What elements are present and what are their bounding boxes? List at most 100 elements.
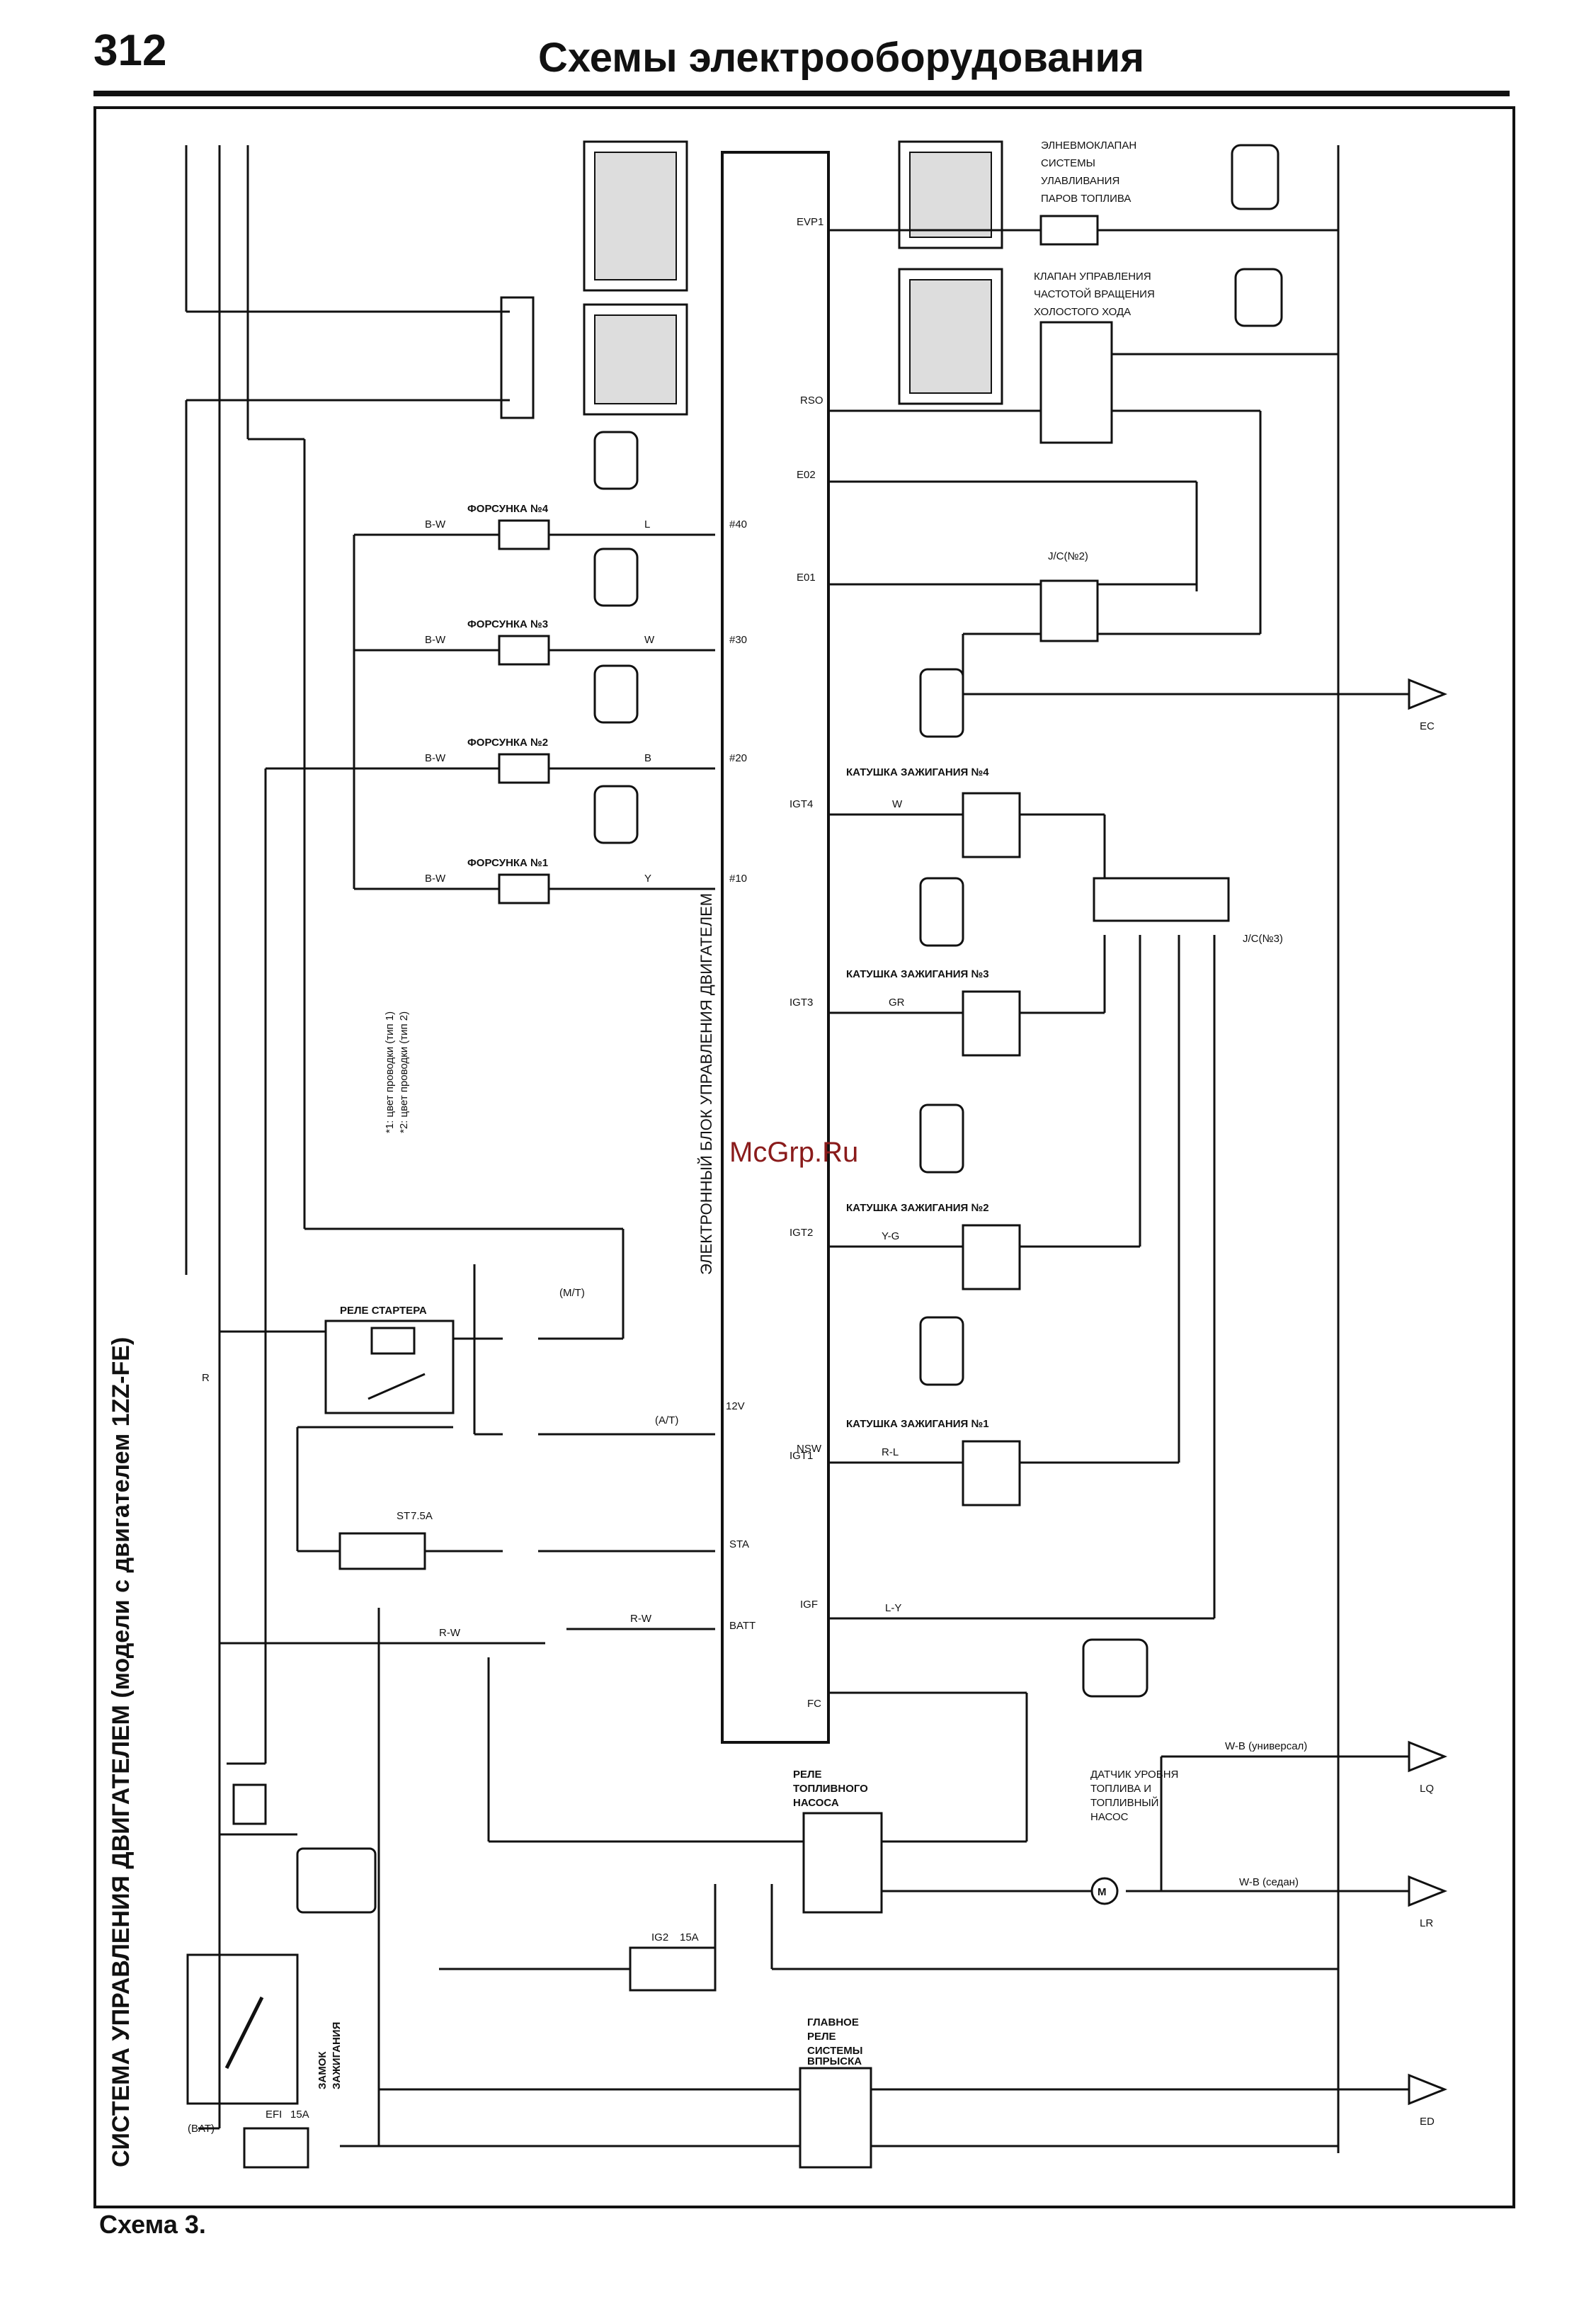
main-relay-line1: ГЛАВНОЕ xyxy=(807,2016,859,2028)
pin-rso: RSO xyxy=(800,395,823,407)
connector-c18-drawing xyxy=(919,668,964,738)
injector-4-label: ФОРСУНКА №4 xyxy=(467,503,549,515)
coil-2-label: КАТУШКА ЗАЖИГАНИЯ №2 xyxy=(846,1202,989,1214)
diagram-frame xyxy=(93,106,1515,2208)
jc3-label: J/C(№3) xyxy=(1243,933,1283,945)
jc2-label: J/C(№2) xyxy=(1048,550,1088,562)
figure-caption: Схема 3. xyxy=(99,2210,206,2239)
pin-igt2: IGT2 xyxy=(790,1227,813,1239)
pin-evp1: EVP1 xyxy=(797,216,823,228)
connector-c3-drawing xyxy=(1234,268,1283,327)
wire-wb-sedan: W-B (седан) xyxy=(1239,1876,1299,1888)
pin-igf: IGF xyxy=(800,1599,818,1611)
connector-c20-drawing xyxy=(919,1103,964,1174)
main-relay-line2: РЕЛЕ xyxy=(807,2031,836,2043)
ignition-switch-line2: ЗАЖИГАНИЯ xyxy=(331,2022,343,2089)
wire-w-label: W xyxy=(644,634,655,646)
ground-lq-icon xyxy=(1408,1740,1448,1773)
pin-sta: STA xyxy=(729,1538,749,1550)
page-number: 312 xyxy=(93,26,167,75)
wire-wb-universal: W-B (универсал) xyxy=(1225,1740,1307,1752)
ground-ec-label: EC xyxy=(1420,720,1435,732)
note-type1: *1: цвет проводки (тип 1) xyxy=(384,1011,396,1133)
system-title: СИСТЕМА УПРАВЛЕНИЯ ДВИГАТЕЛЕМ (модели с … xyxy=(108,1337,135,2167)
jc1-harness xyxy=(500,296,535,419)
main-relay-line3: СИСТЕМЫ xyxy=(807,2045,862,2057)
wire-ly-igf: L-Y xyxy=(885,1602,901,1614)
idle-valve-line3: ХОЛОСТОГО ХОДА xyxy=(1034,306,1131,318)
wire-l-label: L xyxy=(644,518,650,530)
connector-c21-drawing xyxy=(919,1316,964,1386)
injector-3-label: ФОРСУНКА №3 xyxy=(467,618,548,630)
connector-c26-drawing xyxy=(593,664,639,724)
fuse-efi xyxy=(243,2127,309,2169)
connector-f28-drawing xyxy=(296,1847,377,1914)
fuel-sender-line2: ТОПЛИВА И xyxy=(1090,1783,1151,1795)
wire-rl-coil1: R-L xyxy=(882,1446,899,1458)
ground-ec-icon xyxy=(1408,678,1448,710)
connector-c13-drawing xyxy=(583,303,688,416)
fuse-st-rating: 7.5A xyxy=(411,1510,433,1522)
evap-valve-line1: ЭЛНЕВМОКЛАПАН xyxy=(1041,140,1136,152)
fuel-pump-relay-line1: РЕЛЕ xyxy=(793,1769,822,1781)
pin-igt4: IGT4 xyxy=(790,798,813,810)
wire-mt-label: (M/T) xyxy=(559,1287,585,1299)
injector-3-coil xyxy=(498,635,550,666)
fuel-pump-motor-icon xyxy=(1090,1877,1119,1905)
ground-lr-icon xyxy=(1408,1875,1448,1907)
watermark: McGrp.Ru xyxy=(729,1137,859,1168)
wire-bw-label-2: B-W xyxy=(425,752,446,764)
fuel-pump-relay-line2: ТОПЛИВНОГО xyxy=(793,1783,868,1795)
connector-c14-drawing xyxy=(583,140,688,292)
label-12v: 12V xyxy=(726,1400,745,1412)
connector-c19-drawing xyxy=(919,877,964,947)
motor-m-icon: M xyxy=(1098,1886,1107,1898)
header-rule xyxy=(93,91,1510,96)
right-wires xyxy=(828,145,1409,2153)
injector-2-label: ФОРСУНКА №2 xyxy=(467,737,548,749)
wire-bw-label-4: B-W xyxy=(425,518,446,530)
pin-e01: E01 xyxy=(797,572,816,584)
pin-e02: E02 xyxy=(797,469,816,481)
evap-valve-line3: УЛАВЛИВАНИЯ xyxy=(1041,175,1119,187)
ground-ed-icon xyxy=(1408,2073,1448,2106)
fuse-ig2 xyxy=(629,1946,717,1992)
connector-f71-drawing xyxy=(898,268,1003,405)
ground-ed-label: ED xyxy=(1420,2116,1435,2128)
coil-4-box xyxy=(962,792,1021,858)
starter-wires xyxy=(220,1229,715,1645)
pin-igt1: IGT1 xyxy=(790,1450,813,1462)
connector-c27-drawing xyxy=(593,785,639,844)
idle-valve-box xyxy=(1039,321,1113,444)
ignition-switch-box xyxy=(186,1953,299,2105)
pin-fc: FC xyxy=(807,1698,821,1710)
starter-relay-contact xyxy=(367,1373,426,1400)
fuse-efi-name: EFI xyxy=(266,2109,282,2121)
pin-igt3: IGT3 xyxy=(790,997,813,1009)
evap-valve-line2: СИСТЕМЫ xyxy=(1041,157,1095,169)
page-title: Схемы электрооборудования xyxy=(538,35,1145,81)
coil-3-label: КАТУШКА ЗАЖИГАНИЯ №3 xyxy=(846,968,989,980)
ignition-switch-line1: ЗАМОК xyxy=(317,2051,329,2089)
connector-f72-drawing xyxy=(898,140,1003,249)
wire-gr-coil3: GR xyxy=(889,997,905,1009)
starter-relay-coil xyxy=(370,1327,416,1355)
injector-1-label: ФОРСУНКА №1 xyxy=(467,857,548,869)
pin-40: #40 xyxy=(729,518,747,530)
lower-wires xyxy=(198,1608,1409,2147)
coil-2-box xyxy=(962,1224,1021,1290)
wire-rw-label-1: R-W xyxy=(439,1627,461,1639)
fuse-st xyxy=(338,1532,426,1570)
bat-label: (BAT) xyxy=(188,2123,215,2135)
wire-b-label: B xyxy=(644,752,651,764)
jc3-box xyxy=(1093,877,1230,922)
main-relay-box xyxy=(799,2067,872,2169)
wire-at-label: (A/T) xyxy=(655,1414,678,1426)
fuel-sender-line3: ТОПЛИВНЫЙ xyxy=(1090,1796,1158,1809)
evap-valve-line4: ПАРОВ ТОПЛИВА xyxy=(1041,193,1131,205)
starter-relay-label: РЕЛЕ СТАРТЕРА xyxy=(340,1305,427,1317)
ecu-label: ЭЛЕКТРОННЫЙ БЛОК УПРАВЛЕНИЯ ДВИГАТЕЛЕМ xyxy=(697,893,715,1275)
coil-wires xyxy=(828,813,1216,1620)
main-relay-line4: ВПРЫСКА xyxy=(807,2055,862,2067)
injector-1-coil xyxy=(498,873,550,904)
